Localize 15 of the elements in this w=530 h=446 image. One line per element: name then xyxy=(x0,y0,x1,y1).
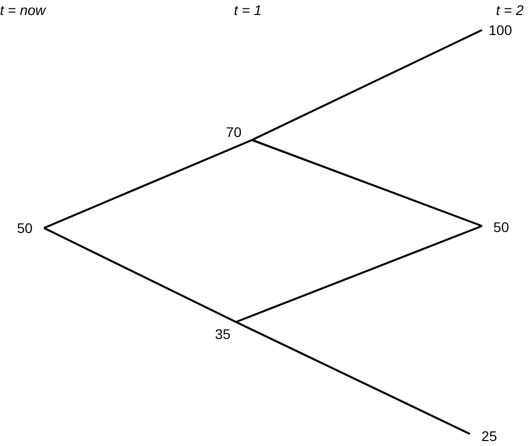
time-label: t = 1 xyxy=(234,2,262,18)
tree-branch xyxy=(236,225,482,323)
node-value: 100 xyxy=(488,22,512,38)
tree-branch xyxy=(236,321,470,435)
node-value: 50 xyxy=(17,220,33,236)
tree-branch xyxy=(252,29,482,141)
time-label: t = now xyxy=(0,2,46,18)
node-value: 35 xyxy=(215,326,231,342)
node-value: 50 xyxy=(493,219,509,235)
node-value: 25 xyxy=(481,428,497,444)
time-label: t = 2 xyxy=(496,2,524,18)
tree-branch xyxy=(44,139,252,229)
tree-branch xyxy=(44,227,236,323)
node-value: 70 xyxy=(226,124,242,140)
tree-branch xyxy=(252,139,482,227)
